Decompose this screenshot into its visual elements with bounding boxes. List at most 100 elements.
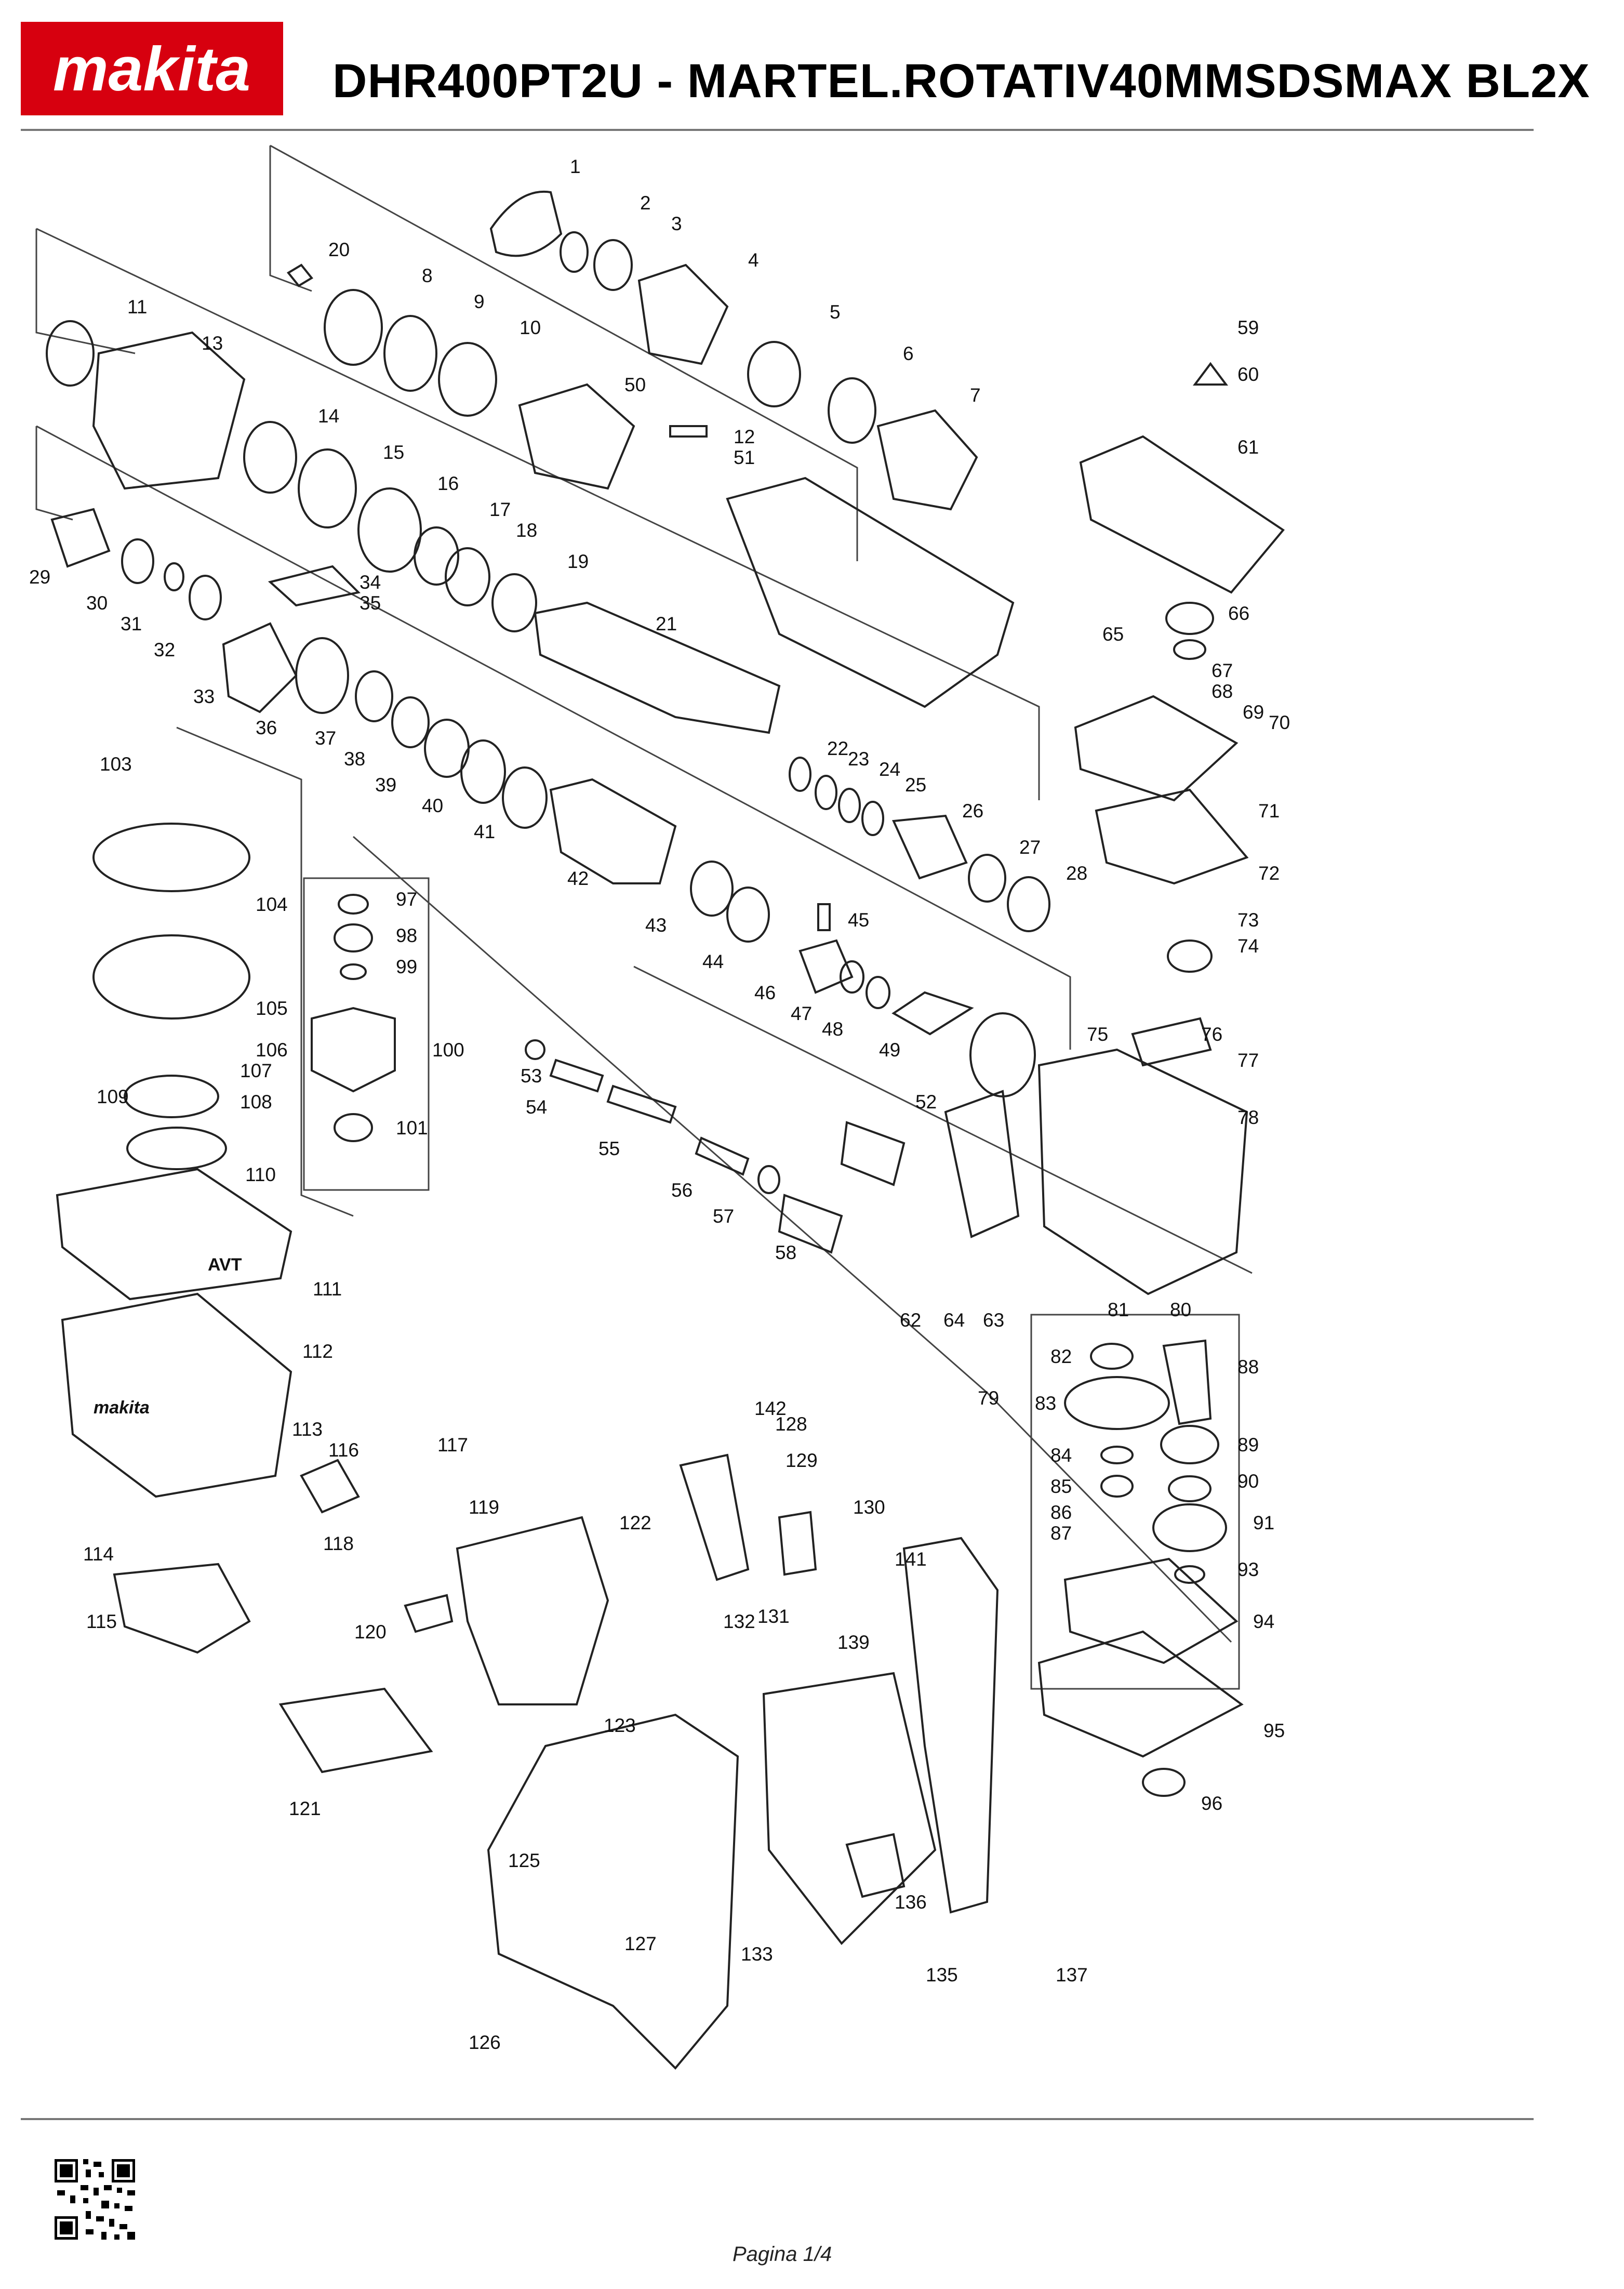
part-14-shape xyxy=(243,421,297,494)
outline-spindle-group xyxy=(36,425,1071,1050)
part-callout: 52 xyxy=(915,1091,937,1113)
part-callout: 43 xyxy=(645,915,667,936)
part-109-shape xyxy=(126,1127,227,1170)
logo-text: makita xyxy=(53,34,250,104)
bearing-stack-parts xyxy=(311,894,396,1142)
part-callout: 106 xyxy=(256,1039,288,1061)
part-callout: 38 xyxy=(344,748,365,770)
part-8-shape xyxy=(324,289,383,366)
part-callout: 110 xyxy=(245,1164,276,1185)
page-header: makita DHR400PT2U - MARTEL.ROTATIV40MMSD… xyxy=(0,0,1624,135)
part-callout: 77 xyxy=(1237,1050,1259,1071)
part-3-shape xyxy=(593,239,633,291)
part-22-shape xyxy=(789,757,811,792)
part-callout: 116 xyxy=(328,1439,359,1461)
part-5-shape xyxy=(747,341,801,407)
part-callout: 21 xyxy=(656,613,677,634)
part-69-shape xyxy=(1074,695,1239,802)
part-callout: 28 xyxy=(1066,863,1087,884)
part-callout: 128 xyxy=(775,1413,807,1435)
part-callout: 17 xyxy=(489,499,511,520)
part-7-shape xyxy=(876,409,978,511)
part-callout: 70 xyxy=(1269,712,1290,733)
part-callout: 51 xyxy=(734,447,755,468)
part-callout: 122 xyxy=(619,1512,651,1533)
part-126-shape xyxy=(487,1713,739,2070)
part-callout: 83 xyxy=(1035,1393,1056,1414)
part-callout: 65 xyxy=(1102,624,1124,645)
part-callout: 114 xyxy=(83,1543,114,1565)
part-96-shape xyxy=(1142,1768,1186,1797)
part-callout: 94 xyxy=(1253,1611,1274,1632)
part-piston-cylinder-shape xyxy=(840,1121,906,1186)
part-callout: 135 xyxy=(926,1964,958,1986)
part-callout: 41 xyxy=(474,821,495,842)
part-29-shape xyxy=(50,508,111,568)
part-113-shape xyxy=(61,1292,292,1498)
part-62-shape xyxy=(944,1090,1020,1238)
part-handle-left-shape xyxy=(762,1672,937,1946)
part-callout: 35 xyxy=(360,592,381,614)
part-callout: 19 xyxy=(567,551,589,572)
part-4-shape xyxy=(637,263,729,365)
part-17-shape xyxy=(414,526,459,586)
part-callout: 60 xyxy=(1237,364,1259,385)
part-120-shape xyxy=(404,1594,454,1633)
part-callout: 56 xyxy=(671,1180,693,1201)
part-104-shape xyxy=(92,823,250,892)
part-71-shape xyxy=(1095,788,1249,885)
part-78-shape xyxy=(1037,1048,1248,1295)
part-callout: 58 xyxy=(775,1242,796,1263)
part-callout: 15 xyxy=(383,442,404,463)
part-callout: 7 xyxy=(970,385,981,406)
part-callout: 130 xyxy=(853,1497,885,1518)
part-24-shape xyxy=(838,788,861,823)
part-46-shape xyxy=(798,939,854,994)
housing-brand-mark: makita xyxy=(94,1398,150,1418)
part-25-shape xyxy=(861,801,884,836)
part-callout: 31 xyxy=(121,613,142,634)
part-callout: 96 xyxy=(1201,1793,1222,1814)
part-callout: 88 xyxy=(1237,1356,1259,1378)
outline-crank-box xyxy=(1030,1314,1240,1690)
part-callout: 66 xyxy=(1228,603,1249,624)
part-27-shape xyxy=(968,854,1006,903)
part-callout: 36 xyxy=(256,717,277,738)
part-callout: 47 xyxy=(791,1003,812,1024)
part-callout: 27 xyxy=(1019,837,1041,858)
part-callout: 8 xyxy=(422,265,433,286)
part-callout: 115 xyxy=(86,1611,117,1632)
part-callout: 46 xyxy=(754,982,776,1003)
part-callout: 64 xyxy=(943,1309,965,1331)
part-callout: 100 xyxy=(432,1039,464,1061)
outline-motor-group xyxy=(176,726,354,1217)
outline-piston-group xyxy=(633,965,1253,1274)
outline-front-group xyxy=(270,144,858,561)
part-callout: 16 xyxy=(437,473,459,494)
part-101-shape xyxy=(334,1113,373,1142)
part-135-shape xyxy=(845,1833,906,1898)
part-89-shape xyxy=(1160,1425,1219,1464)
part-73-shape xyxy=(1167,940,1213,973)
part-callout: 112 xyxy=(302,1341,333,1362)
part-callout: 82 xyxy=(1050,1346,1072,1367)
barrel-parts xyxy=(46,320,1050,932)
part-56-shape xyxy=(695,1136,750,1176)
part-callout: 125 xyxy=(508,1850,540,1871)
part-38-shape xyxy=(391,696,430,748)
part-callout: 22 xyxy=(827,738,848,759)
part-callout: 90 xyxy=(1237,1471,1259,1492)
part-61-shape xyxy=(1079,435,1285,594)
part-107-shape xyxy=(124,1075,219,1118)
part-34-shape xyxy=(268,565,361,607)
part-54-shape xyxy=(549,1059,604,1093)
part-callout: 4 xyxy=(748,249,759,271)
part-callout: 129 xyxy=(786,1450,818,1471)
part-callout: 50 xyxy=(624,374,646,395)
part-callout: 6 xyxy=(903,343,914,364)
part-callout: 141 xyxy=(895,1549,927,1570)
part-28-shape xyxy=(1007,876,1050,932)
part-51-shape xyxy=(726,477,1015,708)
part-callout: 109 xyxy=(97,1086,129,1107)
avt-mark: AVT xyxy=(208,1255,242,1275)
